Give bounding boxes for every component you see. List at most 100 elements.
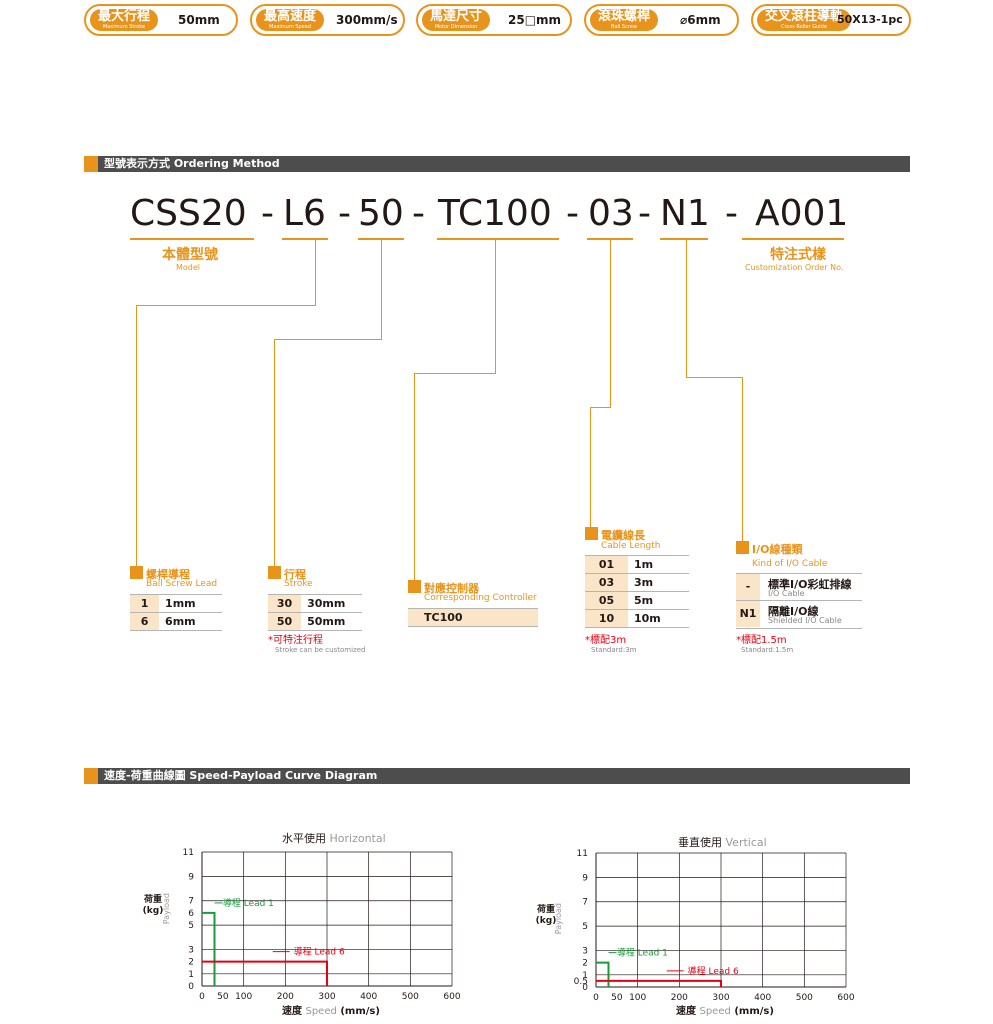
y-tick-label: 2 bbox=[582, 959, 588, 969]
x-tick-label: 50 bbox=[217, 992, 229, 1002]
io-note: *標配1.5m bbox=[736, 635, 787, 646]
io-label-en: Kind of I/O Cable bbox=[752, 559, 828, 569]
code-separator: - bbox=[566, 193, 579, 234]
connector-line bbox=[590, 407, 591, 527]
io-table: - 標準I/O彩虹排線 I/O Cable N1 隔離I/O線 Shielded… bbox=[736, 573, 862, 629]
cable-marker bbox=[585, 527, 598, 540]
io-note-en: Standard:1.5m bbox=[741, 646, 794, 654]
spec-value: 25□mm bbox=[508, 13, 562, 27]
connector-line bbox=[414, 373, 496, 374]
code-io: N1 bbox=[660, 193, 710, 234]
connector-line bbox=[274, 339, 275, 567]
cable-note: *標配3m bbox=[585, 635, 627, 646]
x-tick-label: 0 bbox=[593, 993, 599, 1003]
y-tick-label: 7 bbox=[188, 897, 194, 907]
x-tick-label: 500 bbox=[402, 992, 419, 1002]
connector-line bbox=[136, 305, 137, 567]
x-tick-label: 600 bbox=[443, 992, 460, 1002]
y-tick-label: 0 bbox=[188, 982, 194, 992]
connector-line bbox=[414, 373, 415, 581]
connector-line bbox=[742, 377, 743, 541]
x-tick-label: 200 bbox=[671, 993, 688, 1003]
cable-note-en: Standard:3m bbox=[591, 646, 637, 654]
stroke-note-en: Stroke can be customized bbox=[275, 646, 366, 654]
model-label: 本體型號 bbox=[162, 247, 218, 263]
model-label-en: Model bbox=[176, 263, 201, 272]
underline-cable bbox=[587, 238, 633, 240]
y-axis-label: 荷重(kg) bbox=[142, 895, 164, 916]
y-tick-label: 3 bbox=[188, 945, 194, 955]
lead-label-en: Ball Screw Lead bbox=[146, 579, 218, 589]
stroke-marker bbox=[268, 566, 281, 579]
x-tick-label: 300 bbox=[712, 993, 729, 1003]
spec-value: ⌀6mm bbox=[680, 13, 721, 27]
chart-title-vertical: 垂直使用 Vertical bbox=[678, 836, 767, 849]
underline-controller bbox=[437, 238, 559, 240]
code-stroke: 50 bbox=[358, 193, 404, 234]
chart-title-horizontal: 水平使用 Horizontal bbox=[282, 832, 386, 845]
stroke-label: 行程 bbox=[284, 568, 306, 581]
stroke-label-en: Stroke bbox=[284, 579, 313, 589]
y-tick-label: 3 bbox=[582, 946, 588, 956]
y-tick-label: 11 bbox=[183, 848, 194, 858]
y-tick-label: 11 bbox=[577, 849, 588, 859]
controller-table: TC100 bbox=[408, 608, 538, 627]
controller-marker bbox=[408, 580, 421, 593]
y-tick-label: 0.5 bbox=[574, 977, 588, 987]
x-tick-label: 400 bbox=[754, 993, 771, 1003]
y-tick-label: 1 bbox=[582, 971, 588, 981]
y-tick-label: 0 bbox=[582, 983, 588, 993]
x-tick-label: 600 bbox=[837, 993, 854, 1003]
curve-diagram-header: 速度-荷重曲線圖 Speed-Payload Curve Diagram bbox=[84, 768, 910, 784]
connector-line bbox=[495, 240, 496, 374]
connector-line bbox=[686, 377, 743, 378]
io-marker bbox=[736, 541, 749, 554]
code-controller: TC100 bbox=[438, 193, 552, 234]
spec-value: 50X13-1pc bbox=[837, 13, 903, 26]
custom-label: 特注式樣 bbox=[770, 247, 826, 263]
cable-label-en: Cable Length bbox=[601, 541, 661, 551]
connector-line bbox=[610, 240, 611, 408]
code-cable: 03 bbox=[588, 193, 634, 234]
x-tick-label: 100 bbox=[235, 992, 252, 1002]
y-axis-label-en: Payload bbox=[554, 903, 563, 935]
series-label: 導程 Lead 6 bbox=[294, 946, 345, 958]
underline-io bbox=[660, 238, 708, 240]
x-tick-label: 200 bbox=[277, 992, 294, 1002]
code-custom: A001 bbox=[755, 193, 849, 234]
series-line bbox=[596, 979, 722, 987]
series-line bbox=[596, 961, 610, 987]
underline-stroke bbox=[358, 238, 404, 240]
code-lead: L6 bbox=[283, 193, 326, 234]
y-axis-label: 荷重(kg) bbox=[535, 905, 557, 926]
x-axis-label: 速度 Speed (mm/s) bbox=[282, 1006, 380, 1017]
y-tick-label: 5 bbox=[188, 921, 194, 931]
connector-line bbox=[590, 407, 611, 408]
y-tick-label: 5 bbox=[582, 922, 588, 932]
underline-custom bbox=[742, 238, 844, 240]
code-separator: - bbox=[638, 193, 651, 234]
connector-line bbox=[274, 339, 382, 340]
stroke-note: *可特注行程 bbox=[268, 635, 323, 646]
controller-label-en: Corresponding Controller bbox=[424, 593, 537, 603]
spec-value: 300mm/s bbox=[336, 13, 398, 27]
x-axis-label: 速度 Speed (mm/s) bbox=[676, 1006, 774, 1017]
connector-line bbox=[136, 305, 316, 306]
spec-value: 50mm bbox=[178, 13, 220, 27]
series-line bbox=[202, 960, 328, 986]
io-label: I/O線種類 bbox=[752, 543, 803, 556]
underline-model bbox=[130, 238, 254, 240]
connector-line bbox=[686, 240, 687, 378]
